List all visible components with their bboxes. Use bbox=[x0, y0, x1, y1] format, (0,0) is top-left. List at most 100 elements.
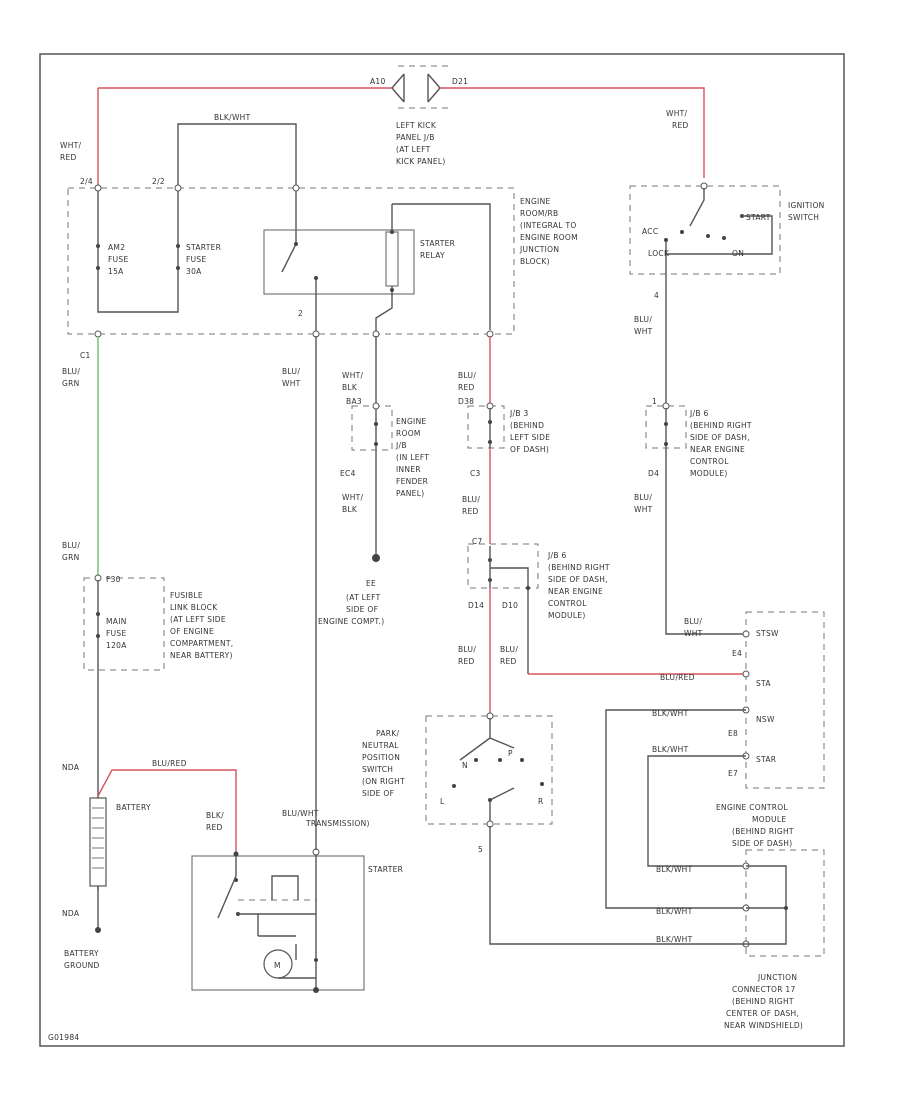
wire-label-blu-grn-3: BLU/ bbox=[62, 541, 80, 550]
pnp-pin-5: 5 bbox=[478, 845, 483, 854]
pin-ec4: EC4 bbox=[340, 469, 356, 478]
wire-label-blu-wht-ecm-2: WHT bbox=[684, 629, 703, 638]
wire-label-blk-wht-jc-1: BLK/WHT bbox=[656, 865, 693, 874]
engine-room-rb-label-1: ENGINE bbox=[520, 197, 551, 206]
wire-label-wht-blk-3: WHT/ bbox=[342, 493, 364, 502]
er-jb-label-5: INNER bbox=[396, 465, 421, 474]
jc17-label-4: CENTER OF DASH, bbox=[726, 1009, 799, 1018]
jc17-label-2: CONNECTOR 17 bbox=[732, 985, 796, 994]
pnp-label-1: PARK/ bbox=[376, 729, 400, 738]
ignition-lock-label: LOCK bbox=[648, 249, 670, 258]
ignition-on-label: ON bbox=[732, 249, 744, 258]
jb6-label-5: CONTROL bbox=[690, 457, 729, 466]
er-jb-label-3: J/B bbox=[395, 441, 407, 450]
er-jb-label-1: ENGINE bbox=[396, 417, 427, 426]
engine-room-relay-block: BLK/WHT 2/4 2/2 AM2 FUSE 15A STARTER FUS… bbox=[67, 88, 578, 338]
diagram-code: G01984 bbox=[48, 1033, 79, 1042]
diagram-frame bbox=[39, 53, 845, 1047]
starter-fuse-label-3: 30A bbox=[186, 267, 202, 276]
wire-label-wht-blk-2: BLK bbox=[342, 383, 358, 392]
pin-d21: D21 bbox=[452, 77, 468, 86]
ecm-pin-e8: E8 bbox=[728, 729, 738, 738]
engine-room-rb-label-3: (INTEGRAL TO bbox=[520, 221, 577, 230]
starter-fuse-label-1: STARTER bbox=[186, 243, 221, 252]
jb3-label-2: (BEHIND bbox=[510, 421, 544, 430]
jc17-label-5: NEAR WINDSHIELD) bbox=[724, 1021, 803, 1030]
engine-control-module: STSW E4 STA NSW E8 STAR E7 ENGINE CONTRO… bbox=[716, 611, 825, 848]
wire-label-blu-wht-ign-1: BLU/ bbox=[634, 315, 652, 324]
pin-f30: F30 bbox=[106, 575, 121, 584]
main-fuse-label-1: MAIN bbox=[106, 617, 127, 626]
pnp-label-6: SIDE OF bbox=[362, 789, 394, 798]
ignition-switch: ACC START LOCK ON IGNITION SWITCH 4 bbox=[629, 182, 825, 300]
pnp-label-5: (ON RIGHT bbox=[362, 777, 405, 786]
jb6b-label-6: MODULE) bbox=[548, 611, 586, 620]
pin-c7: C7 bbox=[472, 537, 483, 546]
wire-label-blk-wht-jc-3: BLK/WHT bbox=[656, 935, 693, 944]
er-jb-label-6: FENDER bbox=[396, 477, 428, 486]
wire-label-wht-red-right-2: RED bbox=[672, 121, 689, 130]
wire-label-blu-red-batt: BLU/RED bbox=[152, 759, 187, 768]
engine-room-rb-label-2: ROOM/RB bbox=[520, 209, 558, 218]
fusible-link-label-3: (AT LEFT SIDE bbox=[170, 615, 226, 624]
wire-label-blk-wht-ecm-1: BLK/WHT bbox=[652, 709, 689, 718]
wire-label-blu-red-1: BLU/ bbox=[458, 371, 476, 380]
jb3: BLU/ RED D38 C3 J/B 3 (BEHIND LEFT SIDE … bbox=[458, 336, 550, 544]
engine-room-rb-label-4: ENGINE ROOM bbox=[520, 233, 578, 242]
jb3-label-4: OF DASH) bbox=[510, 445, 549, 454]
pin-d14: D14 bbox=[468, 601, 484, 610]
ignition-start-label: START bbox=[746, 213, 771, 222]
wire-label-blu-wht-ign-4: WHT bbox=[634, 505, 653, 514]
wire-label-wht-red-left-2: RED bbox=[60, 153, 77, 162]
ground-ee-label-2: SIDE OF bbox=[346, 605, 378, 614]
pnp-label-2: NEUTRAL bbox=[362, 741, 399, 750]
wire-label-blu-wht-starter-lower: BLU/WHT bbox=[282, 809, 319, 818]
wire-label-blu-wht-2: WHT bbox=[282, 379, 301, 388]
am2-fuse-label-2: FUSE bbox=[108, 255, 129, 264]
wire-label-blu-red-5: BLU/ bbox=[458, 645, 476, 654]
ecm-pin-stsw: STSW bbox=[756, 629, 779, 638]
wire-label-blk-red-starter-1: BLK/ bbox=[206, 811, 224, 820]
ignition-acc-label: ACC bbox=[642, 227, 658, 236]
wire-label-blu-red-8: RED bbox=[500, 657, 517, 666]
jc17-label-3: (BEHIND RIGHT bbox=[732, 997, 794, 1006]
starter-relay-label-2: RELAY bbox=[420, 251, 445, 260]
left-kick-panel-label-3: (AT LEFT bbox=[396, 145, 431, 154]
ecm-label-4: SIDE OF DASH) bbox=[732, 839, 792, 848]
jb6b-label-4: NEAR ENGINE bbox=[548, 587, 603, 596]
pnp-pin-r: R bbox=[538, 797, 544, 806]
jb6-label-1: J/B 6 bbox=[689, 409, 709, 418]
left-kick-panel-label-2: PANEL J/B bbox=[396, 133, 435, 142]
ecm-pin-e7: E7 bbox=[728, 769, 738, 778]
wire-label-blk-red-starter-2: RED bbox=[206, 823, 223, 832]
wire-label-wht-red-left-1: WHT/ bbox=[60, 141, 82, 150]
starter-fuse-label-2: FUSE bbox=[186, 255, 207, 264]
jb6b-label-2: (BEHIND RIGHT bbox=[548, 563, 610, 572]
wire-label-blu-red-6: RED bbox=[458, 657, 475, 666]
ignition-switch-label-1: IGNITION bbox=[788, 201, 825, 210]
pnp-pin-p: P bbox=[508, 749, 513, 758]
jb6b-label-1: J/B 6 bbox=[547, 551, 567, 560]
am2-fuse-label-3: 15A bbox=[108, 267, 124, 276]
pin-c3: C3 bbox=[470, 469, 481, 478]
wire-label-blk-wht-top: BLK/WHT bbox=[214, 113, 251, 122]
starter-relay-label-1: STARTER bbox=[420, 239, 455, 248]
battery-ground-label-2: GROUND bbox=[64, 961, 100, 970]
jb6-label-2: (BEHIND RIGHT bbox=[690, 421, 752, 430]
wire-label-blu-wht-1: BLU/ bbox=[282, 367, 300, 376]
jb6-upper: BLU/ WHT 1 D4 J/B 6 (BEHIND RIGHT SIDE O… bbox=[634, 300, 752, 638]
wire-label-blu-grn-1: BLU/ bbox=[62, 367, 80, 376]
battery-ground-label-1: BATTERY bbox=[64, 949, 99, 958]
starter-transmission-label: TRANSMISSION) bbox=[305, 819, 370, 828]
wire-label-blu-red-ecm: BLU/RED bbox=[660, 673, 695, 682]
wire-label-blu-grn-2: GRN bbox=[62, 379, 80, 388]
jb6b-label-5: CONTROL bbox=[548, 599, 587, 608]
starter-label: STARTER bbox=[368, 865, 403, 874]
wire-label-wht-blk-1: WHT/ bbox=[342, 371, 364, 380]
junction-connector-17: BLK/WHT BLK/WHT BLK/WHT JUNCTION CONNECT… bbox=[656, 849, 825, 1030]
starter-relay: STARTER RELAY 2 bbox=[263, 203, 491, 336]
wire-label-blu-red-3: BLU/ bbox=[462, 495, 480, 504]
jb6-pin-d4: D4 bbox=[648, 469, 659, 478]
park-neutral-position-switch: P N L R PARK/ NEUTRAL POSITION SWITCH (O… bbox=[362, 712, 553, 854]
